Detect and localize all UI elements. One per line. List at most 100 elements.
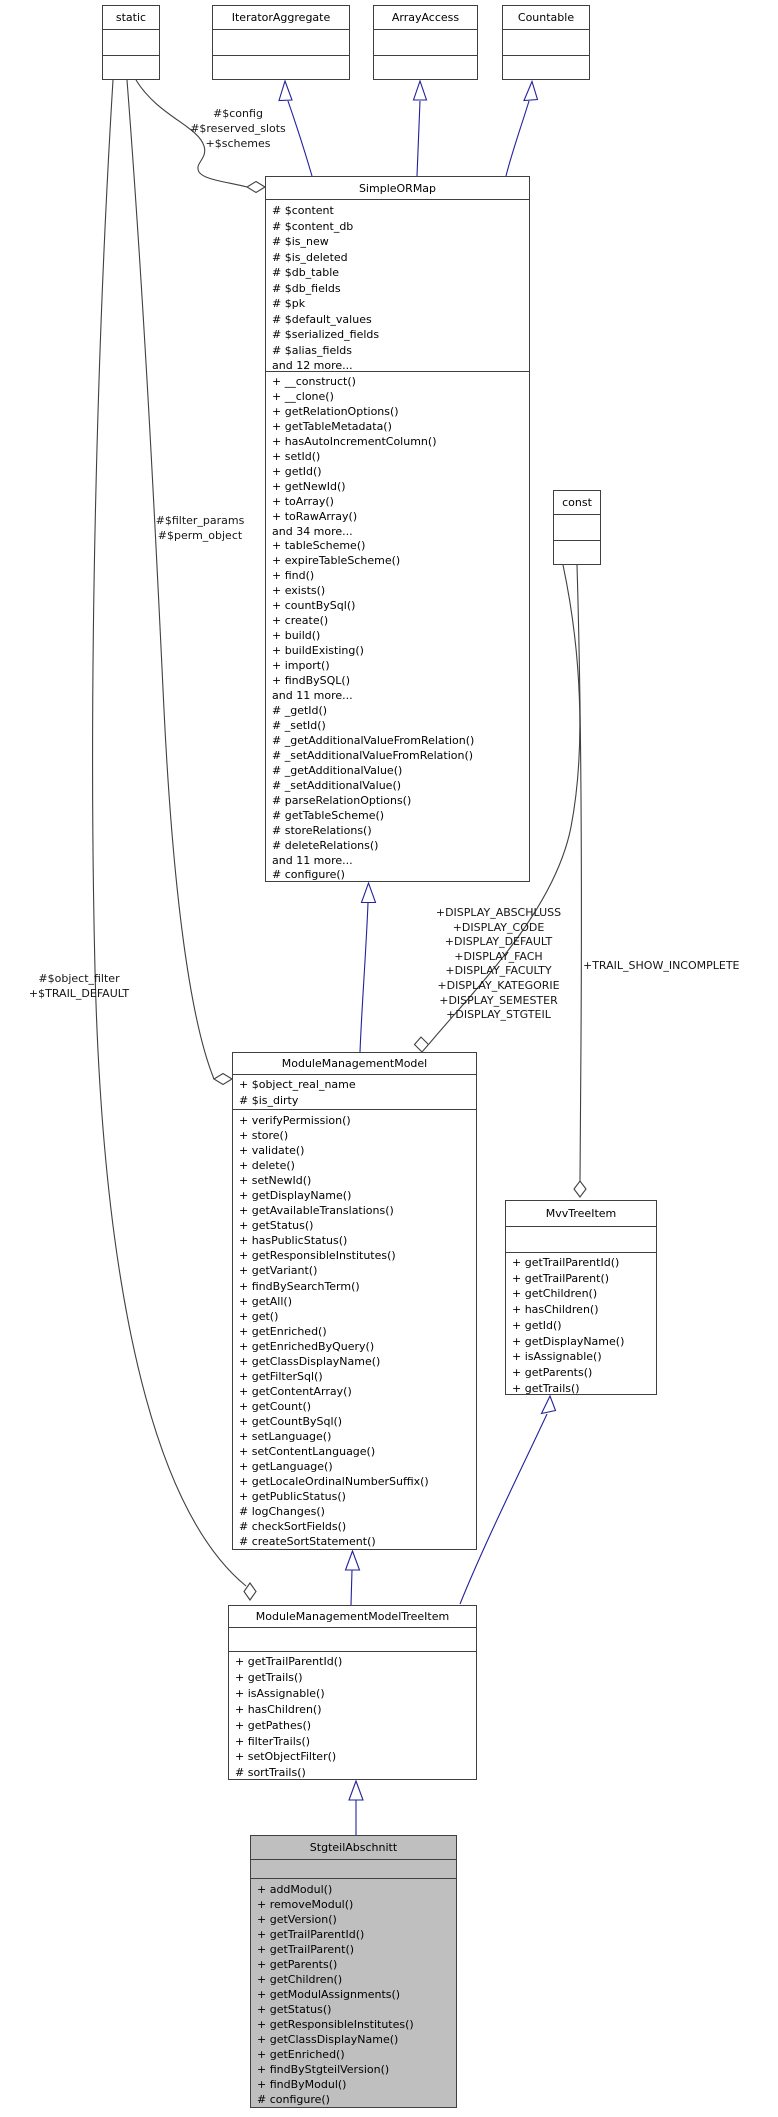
- member-row: + expireTableScheme(): [272, 554, 401, 568]
- edge-static-to-modulemanagementmodel: [126, 79, 234, 1086]
- member-row: + setContentLanguage(): [239, 1445, 376, 1459]
- member-row: + __clone(): [272, 389, 334, 403]
- member-row: # _getId(): [272, 703, 328, 717]
- edge-label-line: +DISPLAY_FACH: [454, 949, 543, 963]
- edge-treeitem-inherits-mvvtreeitem: [459, 1394, 557, 1605]
- methods-compartment: [503, 56, 589, 78]
- member-row: + getRelationOptions(): [272, 404, 399, 418]
- open-diamond: [573, 1180, 587, 1198]
- member-row: + getVersion(): [257, 1913, 337, 1926]
- inheritance-arrow: [412, 79, 428, 101]
- member-row: + getAvailableTranslations(): [239, 1204, 394, 1218]
- member-row: + isAssignable(): [512, 1350, 602, 1364]
- inheritance-arrow: [523, 79, 539, 102]
- class-box-modulemanagementmodeltreeitem[interactable]: ModuleManagementModelTreeItem + getTrail…: [228, 1605, 477, 1780]
- member-row: + getDisplayName(): [239, 1189, 352, 1203]
- edge-label-line: #$perm_object: [157, 529, 243, 542]
- member-row: + getEnrichedByQuery(): [239, 1339, 375, 1353]
- member-row: + exists(): [272, 584, 326, 598]
- member-row: + verifyPermission(): [239, 1114, 351, 1127]
- member-row: # $pk: [272, 297, 306, 310]
- class-box-modulemanagementmodel[interactable]: ModuleManagementModel + $object_real_nam…: [232, 1052, 477, 1550]
- class-box-iteratoraggregate[interactable]: IteratorAggregate: [212, 5, 350, 80]
- inheritance-arrow: [540, 1394, 557, 1415]
- class-title: MvvTreeItem: [506, 1201, 656, 1227]
- member-row: + getClassDisplayName(): [257, 2033, 399, 2046]
- member-row: + getClassDisplayName(): [239, 1354, 381, 1368]
- attributes-compartment: [229, 1628, 476, 1652]
- open-diamond: [212, 1072, 234, 1086]
- methods-compartment: + __construct()+ __clone()+ getRelationO…: [266, 372, 529, 883]
- member-row: + getId(): [272, 464, 322, 478]
- member-row: # $content_db: [272, 219, 354, 233]
- class-box-arrayaccess[interactable]: ArrayAccess: [373, 5, 478, 80]
- edge-label-line: #$object_filter: [38, 972, 120, 985]
- member-row: + getAll(): [239, 1294, 292, 1308]
- methods-compartment: + addModul()+ removeModul()+ getVersion(…: [251, 1879, 456, 2107]
- member-row: + build(): [272, 629, 321, 643]
- member-row: + getTrails(): [512, 1381, 580, 1395]
- member-row: + getResponsibleInstitutes(): [239, 1249, 396, 1263]
- edge-label-line: +$schemes: [205, 137, 271, 150]
- member-row: + findBySearchTerm(): [239, 1279, 360, 1293]
- class-title: StgteilAbschnitt: [251, 1836, 456, 1860]
- edge-label-display-constants: +DISPLAY_ABSCHLUSS+DISPLAY_CODE +DISPLAY_…: [420, 906, 577, 1023]
- member-row: and 11 more...: [272, 689, 353, 703]
- member-row: + tableScheme(): [272, 539, 366, 553]
- open-diamond: [245, 180, 267, 194]
- attributes-compartment: [213, 30, 349, 56]
- member-row: + getVariant(): [239, 1264, 318, 1278]
- open-diamond: [243, 1582, 257, 1601]
- methods-compartment: [374, 56, 477, 78]
- member-row: and 11 more...: [272, 853, 353, 867]
- member-row: + $object_real_name: [239, 1078, 356, 1091]
- methods-compartment: + verifyPermission()+ store()+ validate(…: [233, 1110, 476, 1549]
- member-row: + getChildren(): [512, 1287, 598, 1301]
- member-row: + getTrailParent(): [257, 1943, 355, 1956]
- methods-compartment: + getTrailParentId()+ getTrails()+ isAss…: [229, 1652, 476, 1781]
- member-row: + getTrailParent(): [512, 1271, 610, 1285]
- class-title: static: [103, 6, 159, 30]
- member-row: + getParents(): [257, 1958, 338, 1971]
- edge-static-to-treeitem: [92, 79, 257, 1601]
- member-row: + addModul(): [257, 1883, 333, 1896]
- edge-stgteilabschnitt-inherits-treeitem: [348, 1779, 364, 1835]
- class-box-mvvtreeitem[interactable]: MvvTreeItem + getTrailParentId()+ getTra…: [505, 1200, 657, 1395]
- member-row: + getPublicStatus(): [239, 1490, 346, 1504]
- member-row: # $is_dirty: [239, 1093, 299, 1107]
- member-row: # _setId(): [272, 718, 326, 732]
- attributes-compartment: [503, 30, 589, 56]
- class-box-countable[interactable]: Countable: [502, 5, 590, 80]
- member-row: + setId(): [272, 449, 321, 463]
- edge-label-line: +DISPLAY_CODE: [452, 920, 545, 934]
- member-row: # $content: [272, 204, 334, 217]
- member-row: + hasPublicStatus(): [239, 1234, 348, 1248]
- member-row: + getCountBySql(): [239, 1414, 343, 1428]
- member-row: + getLanguage(): [239, 1460, 333, 1474]
- member-row: + findByStgteilVersion(): [257, 2063, 390, 2076]
- edge-label-line: +DISPLAY_ABSCHLUSS: [435, 906, 562, 919]
- member-row: + hasChildren(): [512, 1303, 599, 1317]
- attributes-compartment: + $object_real_name # $is_dirty: [233, 1075, 476, 1110]
- member-row: # sortTrails(): [235, 1766, 306, 1780]
- member-row: # $db_fields: [272, 281, 341, 295]
- class-box-simpleormap[interactable]: SimpleORMap # $content# $content_db# $is…: [265, 176, 530, 882]
- member-row: # $alias_fields: [272, 343, 353, 357]
- edge-const-to-mvvtreeitem: [573, 564, 587, 1198]
- member-row: # $is_new: [272, 235, 329, 248]
- member-row: + getTrailParentId(): [257, 1928, 365, 1941]
- inheritance-arrow: [348, 1779, 364, 1801]
- member-row: + getContentArray(): [239, 1384, 352, 1398]
- edge-label-line: +$TRAIL_DEFAULT: [28, 987, 130, 1000]
- member-row: # $is_deleted: [272, 250, 348, 264]
- attributes-compartment: [251, 1860, 456, 1879]
- member-row: + toArray(): [272, 494, 334, 508]
- member-row: + isAssignable(): [235, 1686, 325, 1700]
- member-row: + getNewId(): [272, 479, 346, 493]
- member-row: + setObjectFilter(): [235, 1750, 337, 1764]
- edge-label-filter-params: #$filter_params#$perm_object: [132, 513, 268, 543]
- member-row: # _setAdditionalValue(): [272, 778, 402, 792]
- edge-simpleormap-inherits-arrayaccess: [412, 79, 428, 177]
